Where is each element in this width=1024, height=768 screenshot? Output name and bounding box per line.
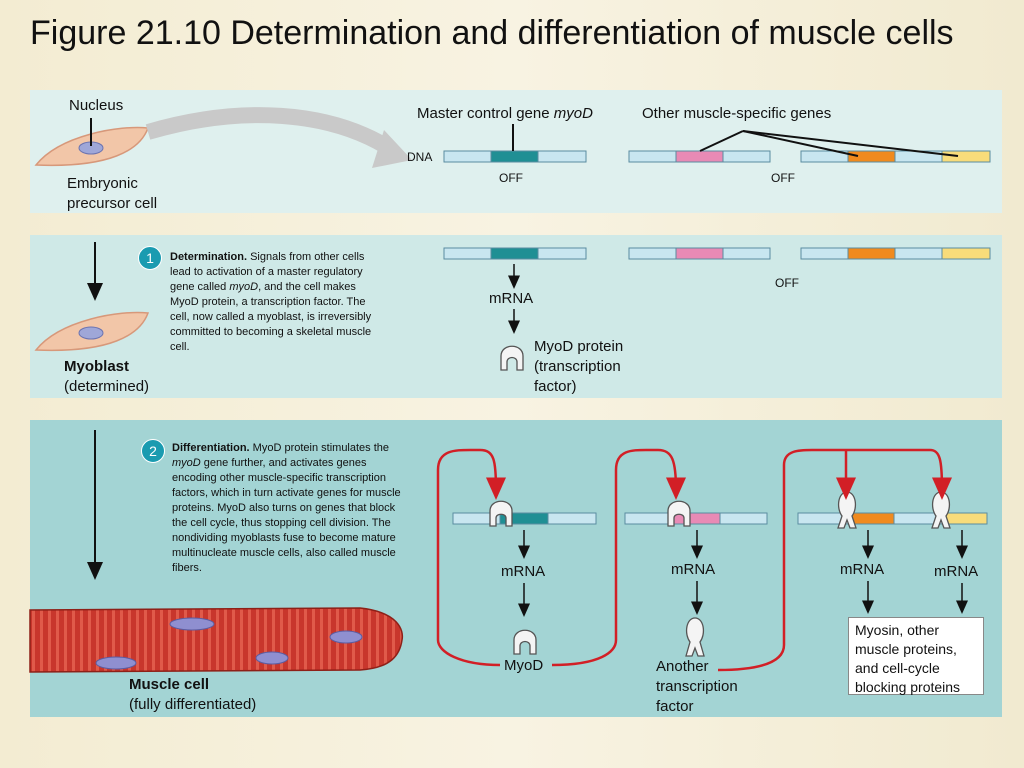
myod-protein-label-1: MyoD protein (534, 338, 624, 355)
another-tf-icon (685, 617, 705, 657)
feedback-arrow-2 (551, 448, 686, 667)
myod-label: MyoD (504, 657, 544, 674)
other-genes-pointers (699, 130, 959, 157)
another-tf-label-1: Another (656, 658, 709, 675)
muscle-cell-sub-label: (fully differentiated) (129, 696, 257, 713)
dna-row-2 (443, 247, 991, 260)
embryonic-label-line2: precursor cell (67, 195, 158, 212)
free-myod-icon (513, 629, 537, 655)
bound-myod-icon-2 (667, 500, 691, 527)
differentiation-description: Differentiation. MyoD protein stimulates… (172, 442, 401, 574)
figure-title: Figure 21.10 Determination and different… (30, 14, 954, 52)
embryonic-label-line1: Embryonic (67, 175, 138, 192)
mrna-label-3d: mRNA (934, 563, 979, 580)
feedback-arrow-1 (436, 448, 506, 667)
feedback-arrow-3 (717, 448, 952, 672)
myod-protein-label-3: factor) (534, 378, 577, 395)
nucleus-label: Nucleus (69, 97, 124, 114)
muscle-cell-label: Muscle cell (129, 676, 210, 693)
another-tf-label-3: factor (656, 698, 694, 715)
dna-label: DNA (407, 150, 433, 164)
muscle-fiber (29, 607, 404, 673)
result-line-1: Myosin, other (855, 622, 940, 638)
myod-protein-icon (500, 345, 524, 371)
mrna-label-3c: mRNA (840, 561, 885, 578)
transition-arrow-head (372, 130, 412, 168)
step-1-badge: 1 (138, 246, 162, 270)
determination-description: Determination. Signals from other cells … (170, 251, 372, 353)
expression-arrows (518, 530, 968, 617)
mrna-label-panel2: mRNA (489, 290, 534, 307)
myoblast-label: Myoblast (64, 358, 130, 375)
result-line-3: and cell-cycle (855, 660, 940, 676)
myoblast-cell (34, 311, 150, 352)
bound-myod-icon-1 (489, 500, 513, 527)
transition-arrow-body (145, 107, 397, 157)
mrna-label-3b: mRNA (671, 561, 716, 578)
off-label-1: OFF (499, 171, 523, 185)
step-2-badge: 2 (141, 439, 165, 463)
result-proteins-box: Myosin, other muscle proteins, and cell-… (848, 617, 984, 695)
off-label-3: OFF (775, 276, 799, 290)
dna-row-1 (443, 150, 991, 163)
result-line-4: blocking proteins (855, 679, 961, 695)
mrna-label-3a: mRNA (501, 563, 546, 580)
off-label-2: OFF (771, 171, 795, 185)
another-tf-label-2: transcription (656, 678, 738, 695)
panel-determination (30, 235, 1002, 398)
master-gene-label: Master control gene myoD (417, 105, 593, 122)
dna-row-3 (452, 512, 988, 525)
other-genes-label: Other muscle-specific genes (642, 105, 832, 122)
result-line-2: muscle proteins, (855, 641, 957, 657)
myoblast-sub-label: (determined) (64, 378, 150, 395)
myod-protein-label-2: (transcription (534, 358, 621, 375)
